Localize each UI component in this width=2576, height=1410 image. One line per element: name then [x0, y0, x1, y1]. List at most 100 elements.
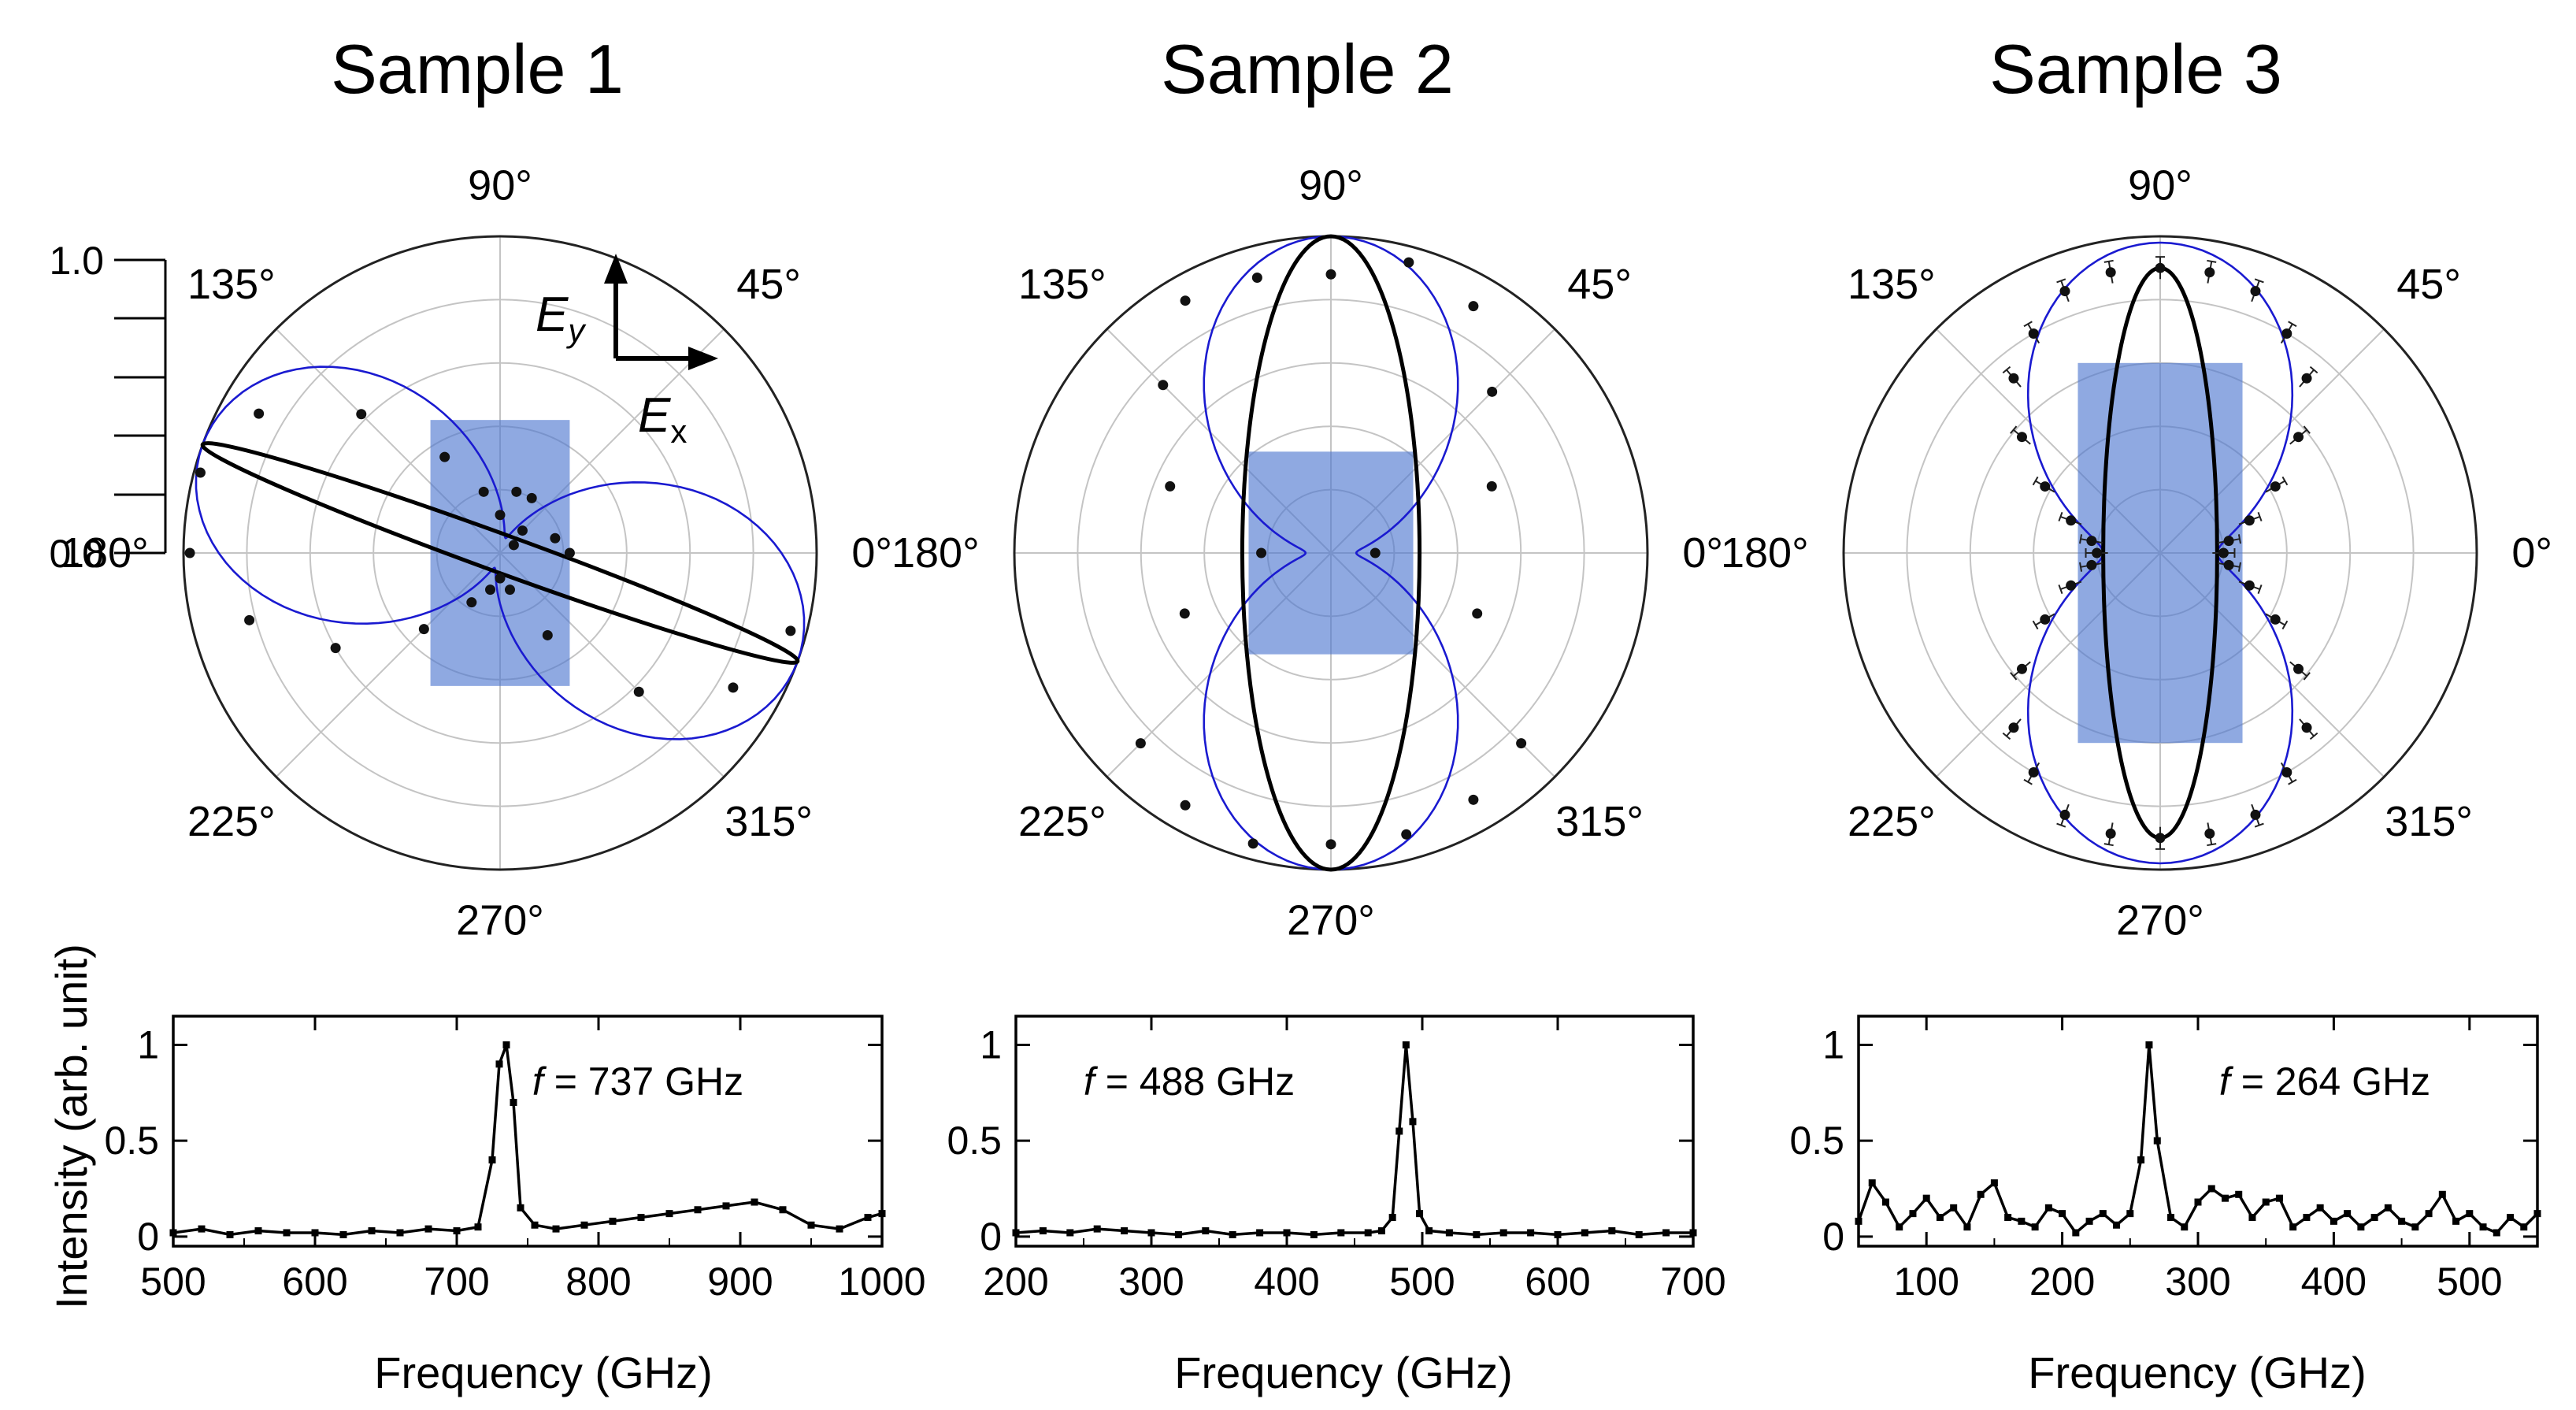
- data-point: [2040, 614, 2051, 625]
- x-tick-label: 900: [707, 1260, 773, 1304]
- x-tick-label: 200: [983, 1260, 1048, 1304]
- error-cap: [2207, 259, 2217, 263]
- error-cap: [2103, 843, 2114, 847]
- error-cap: [2257, 511, 2263, 521]
- spectrum-point: [1909, 1210, 1917, 1218]
- y-tick-label: 1: [137, 1023, 159, 1067]
- spectrum-point: [2153, 1137, 2161, 1145]
- data-point: [495, 573, 506, 584]
- error-cap: [2058, 511, 2063, 521]
- spectrum-point: [2398, 1217, 2406, 1225]
- data-point: [2223, 536, 2234, 547]
- spectrum-point: [2533, 1210, 2541, 1218]
- y-tick-label: 1: [1822, 1023, 1844, 1067]
- error-cap: [2002, 732, 2011, 740]
- data-point: [1165, 481, 1176, 492]
- error-cap: [2309, 365, 2318, 374]
- error-cap: [2237, 534, 2241, 544]
- spectrum-point: [878, 1210, 886, 1218]
- spectrum-point: [1364, 1229, 1372, 1237]
- data-point: [2155, 833, 2166, 844]
- spectrum-point: [2235, 1190, 2243, 1198]
- error-cap: [2303, 425, 2311, 434]
- ey-label: Ey: [536, 288, 587, 349]
- data-point: [542, 629, 553, 640]
- x-tick-label: 700: [424, 1260, 489, 1304]
- data-point: [2301, 722, 2312, 733]
- plot-frame: [1014, 1015, 1695, 1248]
- polar-plot-sample-1: 90°45°0°315°270°225°180°135°: [61, 162, 892, 944]
- spectrum-point: [2411, 1223, 2419, 1231]
- spectrum-point: [1174, 1230, 1182, 1238]
- data-point: [1403, 257, 1414, 268]
- freq-note-sample-3: f = 264 GHz: [2219, 1059, 2430, 1104]
- error-cap: [2207, 843, 2217, 847]
- spectrum-point: [1635, 1230, 1643, 1238]
- plot-frame: [1857, 1015, 2539, 1248]
- data-point: [517, 525, 528, 536]
- angle-label: 270°: [2116, 896, 2204, 944]
- spectrum-point: [1554, 1230, 1562, 1238]
- spectrum-point: [1662, 1229, 1670, 1237]
- data-point: [564, 547, 575, 558]
- data-point: [1247, 838, 1258, 849]
- spectrum-point: [1416, 1210, 1424, 1218]
- data-point: [2250, 809, 2261, 820]
- data-point: [1468, 301, 1479, 312]
- spectrum-point: [1855, 1217, 1863, 1225]
- spectrum-point: [2466, 1210, 2474, 1218]
- data-point: [2293, 663, 2304, 674]
- data-point: [1158, 380, 1169, 391]
- spectrum-point: [1039, 1227, 1047, 1235]
- x-tick-label: 500: [1389, 1260, 1455, 1304]
- spectrum-point: [1990, 1179, 1998, 1187]
- polarization-ellipse: [1240, 234, 1422, 872]
- field-axes-inset: Ey Ex: [536, 254, 718, 450]
- angle-label: 90°: [2128, 162, 2192, 210]
- error-cap: [2032, 476, 2039, 486]
- error-cap: [2288, 778, 2297, 785]
- x-axis-label-sample-1: Frequency (GHz): [374, 1348, 712, 1397]
- error-cap: [2281, 620, 2289, 630]
- data-point: [478, 486, 489, 497]
- spectrum-point: [2438, 1190, 2446, 1198]
- spectrum-point: [1093, 1225, 1101, 1233]
- ex-label: Ex: [638, 388, 687, 450]
- spectrum-point: [1395, 1127, 1403, 1135]
- y-axis-label: Intensity (arb. unit): [46, 944, 96, 1309]
- data-point: [1135, 738, 1146, 749]
- x-tick-label: 600: [1525, 1260, 1590, 1304]
- data-point: [2250, 286, 2261, 297]
- radial-tick-min: 0.0: [49, 532, 104, 576]
- spectrum-point: [495, 1060, 503, 1068]
- data-point: [2281, 328, 2292, 339]
- error-cap: [2237, 562, 2241, 572]
- y-tick-label: 0: [980, 1215, 1002, 1259]
- spectrum-point: [502, 1041, 510, 1048]
- y-tick-label: 0.5: [947, 1119, 1002, 1163]
- spectrum-point: [1229, 1230, 1236, 1238]
- data-point: [785, 625, 796, 636]
- spectrum-point: [2316, 1204, 2324, 1211]
- x-tick-label: 1000: [838, 1260, 925, 1304]
- spectrum-point: [531, 1221, 539, 1229]
- error-cap: [2032, 620, 2039, 630]
- x-tick-label: 100: [1893, 1260, 1959, 1304]
- data-point: [1487, 386, 1498, 397]
- data-point: [504, 584, 515, 596]
- spectrum-point: [510, 1099, 517, 1106]
- angle-label: 135°: [1018, 261, 1106, 308]
- x-tick-label: 700: [1660, 1260, 1725, 1304]
- error-cap: [2254, 278, 2264, 284]
- data-point: [2086, 559, 2097, 570]
- spectrum-point: [2145, 1041, 2153, 1048]
- spectrum-point: [2059, 1210, 2066, 1218]
- spectrum-point: [2370, 1214, 2378, 1221]
- data-point: [1325, 839, 1336, 850]
- spectrum-point: [453, 1227, 461, 1235]
- data-point: [2270, 481, 2281, 492]
- spectrum-point: [1445, 1229, 1453, 1237]
- fit-curve: [195, 365, 806, 740]
